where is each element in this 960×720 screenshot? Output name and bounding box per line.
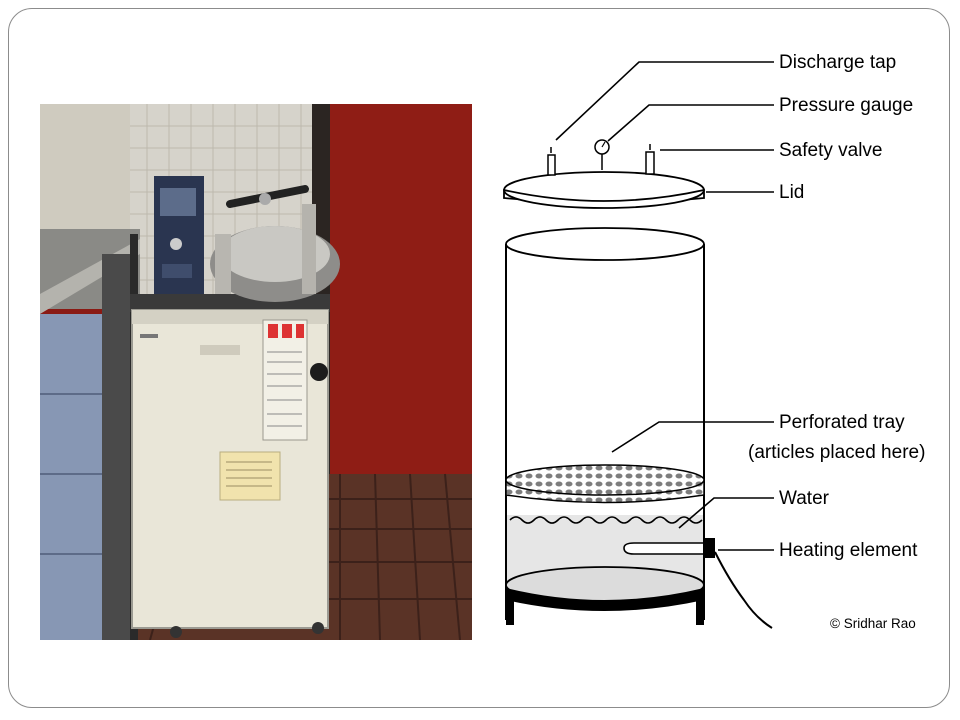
label-perforated-tray-line1: Perforated tray [779, 412, 905, 433]
lid-shape [503, 171, 705, 209]
leader-pressure-gauge [607, 104, 774, 142]
autoclave-photo [40, 104, 472, 640]
cylinder-body [505, 227, 705, 625]
leader-water [678, 497, 774, 529]
label-heating-element: Heating element [779, 540, 918, 561]
leader-discharge-tap [555, 61, 774, 141]
label-safety-valve: Safety valve [779, 140, 883, 161]
credit-text: © Sridhar Rao [830, 616, 916, 631]
label-pressure-gauge: Pressure gauge [779, 95, 913, 116]
label-perforated-tray-line2: (articles placed here) [748, 442, 925, 463]
leader-perforated-tray [611, 421, 774, 453]
label-discharge-tap: Discharge tap [779, 52, 896, 73]
discharge-tap-shape [547, 147, 556, 176]
heating-element-shape [623, 538, 773, 629]
safety-valve-shape [645, 144, 655, 175]
pressure-gauge-shape [594, 139, 610, 170]
label-lid: Lid [779, 182, 804, 203]
autoclave-diagram: Discharge tap Pressure gauge Safety valv… [503, 52, 925, 631]
label-water: Water [779, 488, 830, 509]
perforated-tray-shape [505, 464, 705, 504]
leader-lines [555, 61, 774, 551]
